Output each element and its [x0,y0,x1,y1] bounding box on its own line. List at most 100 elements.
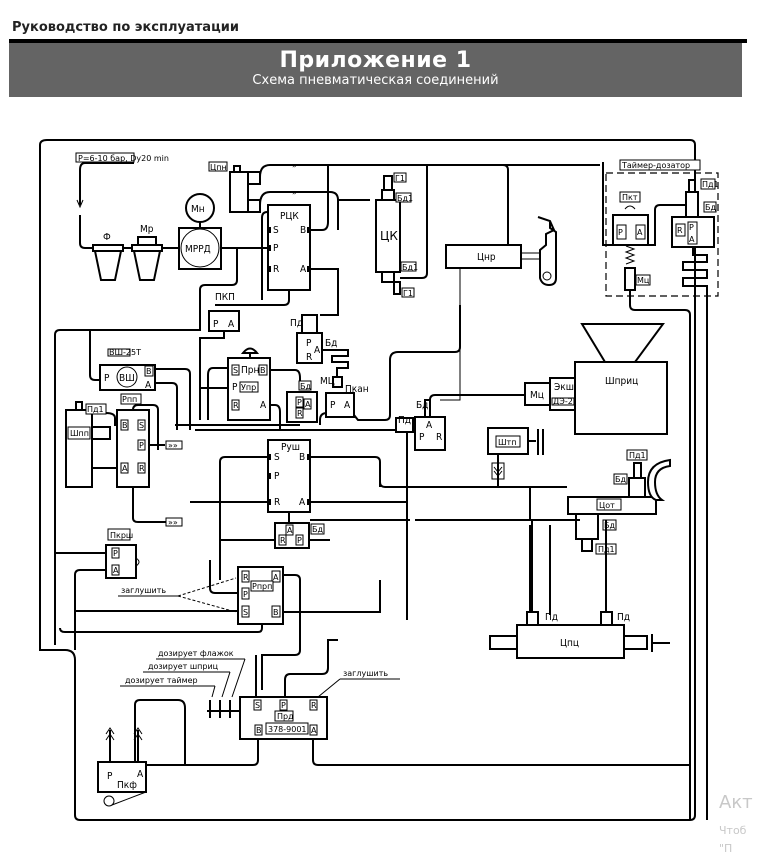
throttle-mark-1: » [292,161,297,170]
prd-model: 378-9001 [268,725,307,734]
syringe-label: Шприц [605,376,638,387]
cpn-tag [208,161,228,172]
bd1-tag-top [395,192,412,203]
manometer-label: Мн [191,204,205,215]
rck-port-r: R [273,264,279,275]
rck-port-p: P [273,243,279,254]
prd-label: Прд [277,712,294,721]
cot-bd-top-label: Бд [615,475,626,484]
ck-head-top [381,189,395,201]
dose-flag-label: дозирует флажок [158,649,234,658]
activation-watermark-line1: Чтоб [719,824,747,837]
pkp-port-p: P [213,319,219,330]
mc-timer-label: Мц [637,276,650,285]
bd1-label-top: Бд1 [397,194,413,203]
lubricator-label: Мр [140,224,154,235]
rpp-port-r: R [139,464,145,473]
outer-pipe [39,139,696,821]
silencer-1-mark: »» [168,441,178,450]
mc-pkan-label: МЦ [320,376,335,387]
cot-valve-top [628,477,646,498]
pd-right-label: Пд [398,415,411,426]
pkan-valve [325,392,355,418]
eksh-label: Экш [554,382,574,393]
cpn-top-pipe [259,164,420,178]
timer-port-p: P [689,223,694,232]
syringe-hopper [580,323,665,363]
pkp-port-a: A [228,319,235,330]
rck-valve [267,204,311,291]
prn-port-p: P [232,382,238,393]
vsh-port-p: P [104,373,110,384]
header-rule [9,39,747,43]
pkt-tag [619,191,641,203]
bd-small-label: Бд [300,382,311,391]
cpc-pd-left-label: Пд [545,612,558,623]
pkf-label: Пкф [117,780,137,791]
mc-syringe-label: Мц [530,390,544,401]
bd-small-port-a: A [305,400,311,409]
cot-valve-bottom [575,513,599,540]
pkt-port-a: A [637,228,643,237]
rck-port-a: A [300,264,307,275]
bd-rush-port-r: R [280,536,286,545]
prn-button[interactable] [240,347,260,354]
appendix-title: Приложение 1 [279,48,472,73]
pkrsh-port-p: P [113,549,118,558]
pkf-port-p: P [107,771,113,782]
pkrsh-port-a: A [113,566,119,575]
pilot-bd-label: Бд [325,338,337,349]
rck-label: РЦК [280,211,299,222]
dose-timer-label: дозирует таймер [125,676,198,685]
appendix-subtitle: Схема пневматическая соединений [252,73,499,88]
mc-timer [624,267,636,291]
cpn-label: Цпн [210,163,227,172]
pkp-label: ПКП [215,292,235,303]
pkf-roller [103,795,115,807]
plug-label-left: заглушить [121,586,166,595]
bd-small-port-r: R [297,409,303,418]
pilot-valve [296,332,323,364]
pkf-valve [97,761,147,793]
pilot-right-port-p: P [419,432,425,443]
rppp-port-p: P [243,590,248,599]
rpp-port-p: P [139,441,144,450]
rppp-port-r: R [243,573,249,582]
pkan-port-p: P [330,400,336,411]
pilot-right-valve [414,416,446,451]
mc-pkan [332,376,343,388]
mc-timer-tag [635,274,651,286]
bd-right-label: Бд [416,400,428,411]
pkrsh-valve [105,544,137,579]
pkt-label: Пкт [622,193,638,202]
shpp-label: Шпп [70,429,89,438]
pilot-port-p: P [306,338,312,349]
pkrsh-label: Пкрш [110,531,133,540]
g1-label-bottom: Г1 [403,289,413,298]
activation-watermark-title: Акт [719,792,753,813]
rck-port-b: B [300,225,306,236]
upr-label: Упр [241,383,256,392]
bd1-label-bottom: Бд1 [402,263,418,272]
pkan-port-a: A [344,400,351,411]
silencer-2 [165,517,183,527]
lubricator-cap [137,236,157,246]
prd-port-a: A [311,726,317,735]
timer-tag [619,159,701,171]
cnr-label: Цнр [477,252,496,263]
supply-label: P=6-10 бар, Dy20 min [78,154,169,163]
rpp-port-a: A [122,464,128,473]
cpc-pd-left [526,611,539,626]
supply-pipe [79,162,134,205]
cot-clamp [646,458,671,501]
cpc-pd-right-label: Пд [617,612,630,623]
pilot-right-port-r: R [436,432,442,443]
plug-label-right: заглушить [343,669,388,678]
cot-label: Цот [599,501,615,510]
bd-small-port-p: P [297,398,302,407]
rpp-label: Рпп [122,395,137,404]
ck-rod-bottom [393,281,401,295]
pd1-timer-label: Пд1 [702,180,719,189]
timer-group [605,172,719,297]
